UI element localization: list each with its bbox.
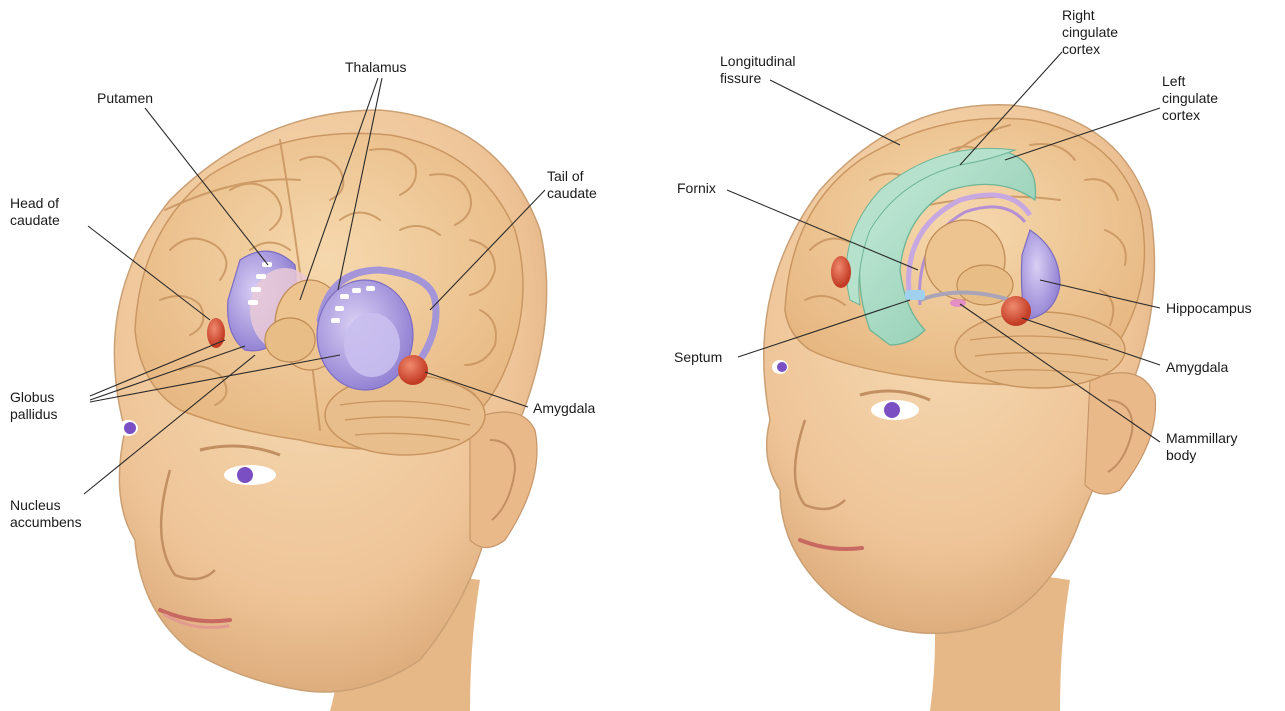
label-globus-pallidus: Globus pallidus (10, 389, 57, 423)
left-ear (470, 412, 537, 548)
label-thalamus: Thalamus (345, 59, 406, 76)
label-septum: Septum (674, 349, 722, 366)
label-amygdala-left: Amygdala (533, 400, 595, 417)
label-putamen: Putamen (97, 90, 153, 107)
mammillary-body-shape (950, 299, 966, 307)
label-nucleus-accumbens: Nucleus accumbens (10, 497, 82, 531)
left-amygdala-shape (398, 355, 428, 385)
label-left-cingulate-cortex: Left cingulate cortex (1162, 73, 1218, 124)
left-head-illustration (114, 110, 546, 711)
right-amygdala-shape (1001, 296, 1031, 326)
right-head-illustration (764, 105, 1156, 711)
label-fornix: Fornix (677, 180, 716, 197)
label-hippocampus: Hippocampus (1166, 300, 1252, 317)
label-head-of-caudate: Head of caudate (10, 195, 60, 229)
label-longitudinal-fissure: Longitudinal fissure (720, 53, 796, 87)
label-tail-of-caudate: Tail of caudate (547, 168, 597, 202)
septum-shape (905, 290, 925, 300)
right-ear (1085, 373, 1156, 494)
label-right-cingulate-cortex: Right cingulate cortex (1062, 7, 1118, 58)
right-cerebellum (955, 312, 1125, 388)
label-amygdala-right: Amygdala (1166, 359, 1228, 376)
label-mammillary-body: Mammillary body (1166, 430, 1238, 464)
